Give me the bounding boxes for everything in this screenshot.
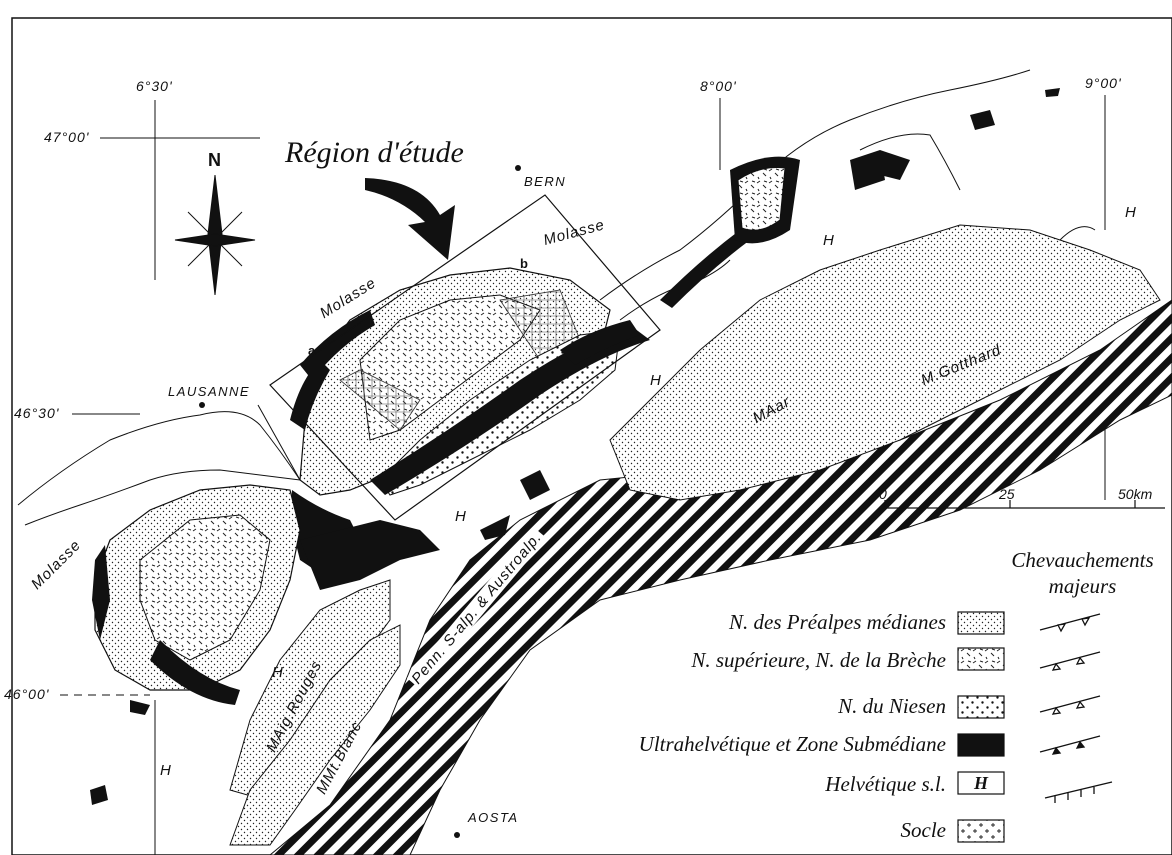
legend-item-breche: N. supérieure, N. de la Brèche xyxy=(691,648,946,672)
legend-item-socle: Socle xyxy=(900,818,946,842)
label-h-6: H xyxy=(160,762,172,779)
lat-label-4700: 47°00' xyxy=(44,129,90,145)
breche-west xyxy=(139,514,271,661)
map-frame xyxy=(11,17,1172,855)
legend-helvetique-symbol: H xyxy=(973,773,988,793)
legend-item-niesen: N. du Niesen xyxy=(838,694,946,718)
profile-point-a: a xyxy=(308,343,317,358)
aar-massif xyxy=(609,224,1161,501)
scale-label-0: 0 xyxy=(879,486,887,502)
north-star-icon xyxy=(174,174,256,296)
aosta-dot xyxy=(454,832,460,838)
label-h-2: H xyxy=(823,232,835,249)
bern-dot xyxy=(515,165,521,171)
legend-thrust-title-1: Chevauchements xyxy=(1011,548,1154,572)
label-h-3: H xyxy=(1125,204,1137,221)
legend-thrust-symbols xyxy=(1039,613,1113,803)
outline-lines xyxy=(17,69,1096,526)
place-lausanne: LAUSANNE xyxy=(168,384,251,399)
place-bern: BERN xyxy=(524,174,567,189)
scale-label-50: 50km xyxy=(1118,486,1153,502)
lausanne-dot xyxy=(199,402,205,408)
lon-label-800: 8°00' xyxy=(700,78,737,94)
north-label: N xyxy=(208,150,221,170)
breche-north xyxy=(737,167,786,231)
region-arrow xyxy=(365,178,455,260)
legend-item-medianes: N. des Préalpes médianes xyxy=(729,610,946,634)
place-aosta: AOSTA xyxy=(468,810,519,825)
scale-bar xyxy=(884,500,1165,509)
ultrahelvetic-bands xyxy=(290,88,1060,590)
label-h-4: H xyxy=(455,508,467,525)
lat-label-4600: 46°00' xyxy=(4,686,50,702)
lat-label-4630: 46°30' xyxy=(14,405,60,421)
scale-label-25: 25 xyxy=(999,486,1015,502)
lon-label-900: 9°00' xyxy=(1085,75,1122,91)
ultrahelvetic-west xyxy=(90,545,240,805)
penninic-belt xyxy=(269,299,1172,855)
legend-item-helvetique: Helvétique s.l. xyxy=(825,772,946,796)
profile-point-b: b xyxy=(520,256,530,271)
mtblanc-massif xyxy=(229,624,401,846)
lon-label-630: 6°30' xyxy=(136,78,173,94)
map-title: Région d'étude xyxy=(285,136,464,169)
legend-thrust-title-2: majeurs xyxy=(1048,574,1117,598)
study-area-box xyxy=(269,194,661,521)
label-h-5: H xyxy=(272,664,284,681)
label-h-1: H xyxy=(650,372,662,389)
legend-item-ultrahelvetique: Ultrahelvétique et Zone Submédiane xyxy=(638,732,946,756)
legend-swatches xyxy=(957,611,1005,843)
graticule xyxy=(60,95,1140,855)
